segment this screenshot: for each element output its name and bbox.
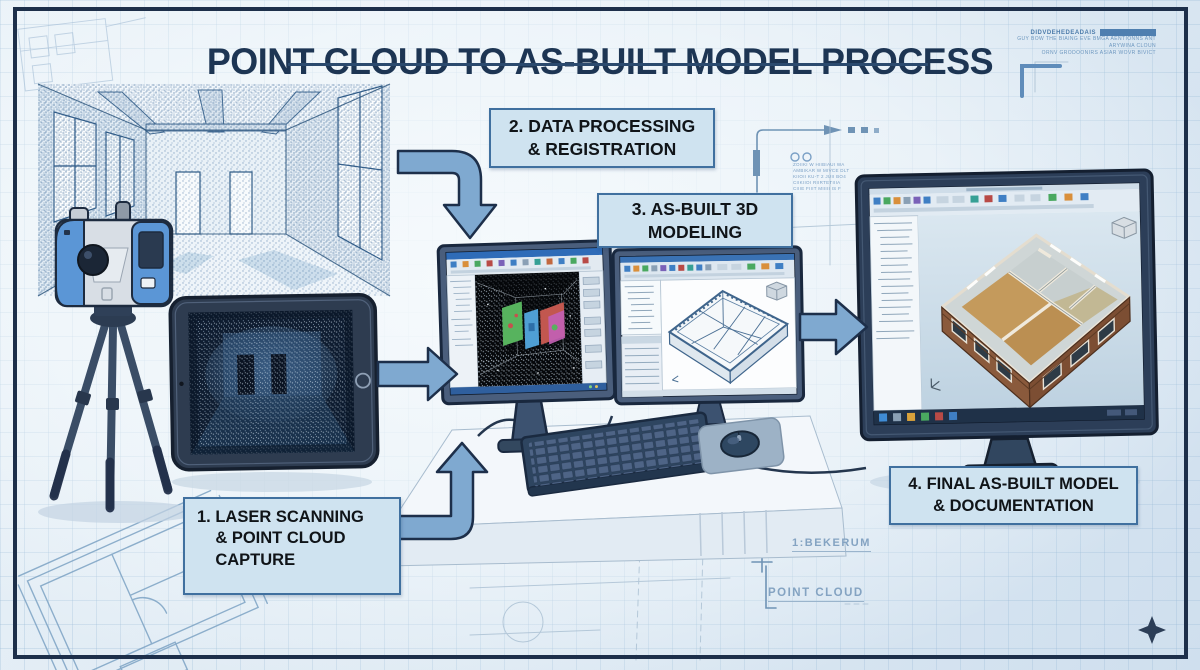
scanner-head (54, 201, 174, 308)
home-button (355, 372, 371, 389)
camera-dot (179, 381, 184, 387)
arrow-scan-to-processing (396, 149, 498, 240)
step2-text: 2. DATA PROCESSING & REGISTRATION (508, 116, 696, 159)
spec-line: KIIOII KU-T 2 JUII BO4 (793, 174, 847, 179)
step-label-3d-modeling: 3. AS-BUILT 3D MODELING (597, 193, 793, 248)
monitor2-toolbar-icons (624, 263, 785, 278)
tablet (168, 292, 380, 472)
corner-annotation: DIDVDEHEDEADAIS GUY BOW THE BIAING EVE B… (996, 29, 1156, 57)
corner-bracket (1020, 64, 1062, 98)
monitor3-stand (982, 437, 1038, 469)
asbuilt-3d-model (930, 216, 1137, 409)
laser-scanner (49, 201, 174, 513)
scale-annotation: 1:BEKERUM (792, 537, 871, 552)
arrow-capture-to-processing (383, 441, 489, 541)
spec-line: CIIKIIOI RIIRTETIIIA (793, 180, 841, 185)
sparkle-icon (1138, 616, 1166, 644)
step4-text: 4. FINAL AS-BUILT MODEL & DOCUMENTATION (908, 475, 1119, 515)
spec-line: AMBIKAR W MIVCE DLT (793, 168, 850, 173)
flow-arrows (376, 149, 869, 541)
monitor-final (854, 168, 1159, 481)
step-label-laser-scanning: 1. LASER SCANNING & POINT CLOUD CAPTURE (183, 497, 401, 595)
tablet-shadow (172, 472, 372, 492)
arrow-modeling-to-final (798, 298, 869, 356)
mouse (720, 430, 760, 458)
corner-line-2: ORNV GRODOONIRS ASIAR WOVR BIVICT (1041, 50, 1156, 56)
monitor-modeling (611, 245, 806, 437)
view-cube-icon (1111, 216, 1137, 239)
spec-line: CIIIE FIIIT MIIIII IS F (793, 186, 842, 191)
spec-annotation: ZOIIKI W HIIBIAUI WA AMBIKAR W MIVCE DLT… (793, 162, 863, 192)
step1-text: 1. LASER SCANNING & POINT CLOUD CAPTURE (197, 508, 364, 569)
leader-arrow (753, 125, 879, 193)
axis-glyph (930, 378, 941, 391)
corner-line-1: GUY BOW THE BIAING EVE BMGA AENTIONNS AN… (1017, 36, 1156, 49)
step-label-data-processing: 2. DATA PROCESSING & REGISTRATION (489, 108, 715, 168)
wireframe-model (667, 281, 790, 385)
view-cube-icon (766, 281, 788, 301)
scanner-lens (77, 244, 109, 276)
corner-bar (1100, 29, 1156, 36)
point-cloud-annotation: POINT CLOUD (768, 587, 864, 602)
axis-glyph (671, 375, 679, 383)
construction-lines (469, 544, 873, 661)
monitor-processing (436, 239, 617, 454)
pointcloud-room-image (37, 83, 391, 297)
title-underline (288, 63, 928, 66)
taskbar-icons (878, 409, 1138, 422)
arrow-tablet-to-monitor (376, 346, 459, 402)
keyboard (520, 411, 714, 497)
corner-heading-text: DIDVDEHEDEADAIS (1030, 29, 1096, 36)
page-title: POINT CLOUD TO AS-BUILT MODEL PROCESS (206, 40, 994, 82)
step-label-final-model: 4. FINAL AS-BUILT MODEL & DOCUMENTATION (889, 466, 1138, 525)
step3-text: 3. AS-BUILT 3D MODELING (631, 198, 759, 242)
mouse-area (697, 417, 785, 475)
tripod-shadow (38, 501, 198, 523)
monitor3-tree-panel (869, 215, 923, 412)
spec-line: ZOIIKI W HIIBIAUI WA (793, 162, 845, 167)
monitor1-toolbar-icons (450, 257, 591, 274)
monitor3-ribbon-icons (873, 193, 1094, 213)
